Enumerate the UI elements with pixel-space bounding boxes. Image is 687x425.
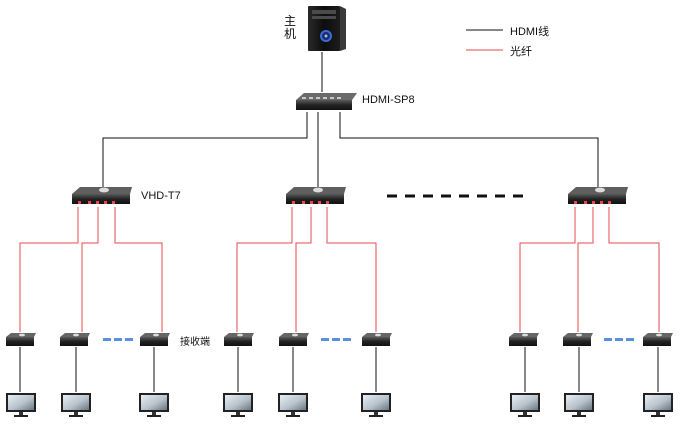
- fiber-transmitter-icon: [72, 187, 132, 204]
- fiber-transmitter-icon: [286, 187, 346, 204]
- splitter-label: HDMI-SP8: [362, 94, 415, 106]
- fiber-receiver-icon: [140, 333, 170, 346]
- transmitter-label: VHD-T7: [141, 190, 181, 202]
- host-label: 主机: [284, 14, 297, 41]
- fiber-receiver-icon: [279, 333, 309, 346]
- monitor-icon: [278, 393, 308, 417]
- monitor-icon: [510, 393, 540, 417]
- monitor-icon: [139, 393, 169, 417]
- fiber-receiver-icon: [509, 333, 539, 346]
- ellipsis-blue-icon: [103, 338, 634, 341]
- receivers: [6, 333, 673, 346]
- fiber-links: [19, 207, 660, 332]
- hdmi-splitter-icon: [296, 93, 357, 110]
- legend: [466, 29, 503, 51]
- fiber-receiver-icon: [563, 333, 593, 346]
- fiber-transmitter-icon: [568, 187, 628, 204]
- legend-hdmi-label: HDMI线: [510, 26, 550, 38]
- receiver-label: 接收端: [180, 337, 210, 348]
- fiber-receiver-icon: [643, 333, 673, 346]
- hdmi-link-splitter-tx3: [339, 112, 599, 188]
- fiber-receiver-icon: [6, 333, 36, 346]
- monitor-icon: [6, 393, 36, 417]
- monitor-icon: [564, 393, 594, 417]
- fiber-receiver-icon: [362, 333, 392, 346]
- monitor-icon: [223, 393, 253, 417]
- fiber-receiver-icon: [60, 333, 90, 346]
- desktop-pc-icon: [308, 6, 346, 51]
- hdmi-links: [19, 52, 659, 392]
- monitors: [6, 393, 673, 417]
- legend-fiber-label: 光纤: [510, 46, 532, 58]
- fiber-receiver-icon: [224, 333, 254, 346]
- monitor-icon: [361, 393, 391, 417]
- hdmi-link-splitter-tx1: [102, 112, 308, 188]
- monitor-icon: [61, 393, 91, 417]
- monitor-icon: [643, 393, 673, 417]
